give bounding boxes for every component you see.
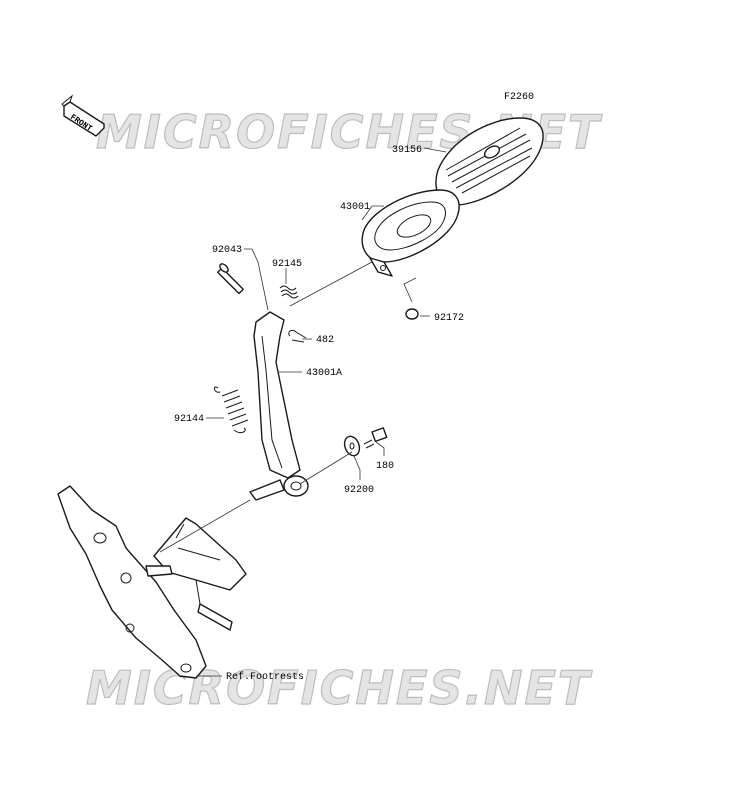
spring-part [213, 386, 249, 434]
part-label-43001a: 43001A [306, 368, 342, 379]
part-label-92145: 92145 [272, 259, 302, 270]
part-label-92144: 92144 [174, 414, 204, 425]
pedal-plate-part [361, 189, 460, 277]
watermark-bottom: MICROFICHES.NET [86, 661, 593, 715]
small-spring-part [279, 285, 299, 299]
part-label-180: 180 [376, 461, 394, 472]
label-leaders [196, 147, 447, 677]
nut-part [405, 308, 419, 320]
part-label-482: 482 [316, 335, 334, 346]
footrest-bracket-part [57, 485, 247, 679]
washer-part [343, 435, 361, 457]
bolt-part [363, 427, 388, 449]
part-label-43001: 43001 [340, 202, 370, 213]
part-label-39156: 39156 [392, 145, 422, 156]
reference-label: Ref.Footrests [226, 671, 304, 683]
part-label-92172: 92172 [434, 313, 464, 324]
figure-code: F2260 [504, 92, 534, 103]
part-label-92043: 92043 [212, 245, 242, 256]
pedal-arm-part [249, 311, 309, 501]
pin-part [217, 263, 244, 295]
assembly-lines [159, 261, 417, 553]
part-label-92200: 92200 [344, 485, 374, 496]
cotter-pin-part [288, 329, 307, 343]
